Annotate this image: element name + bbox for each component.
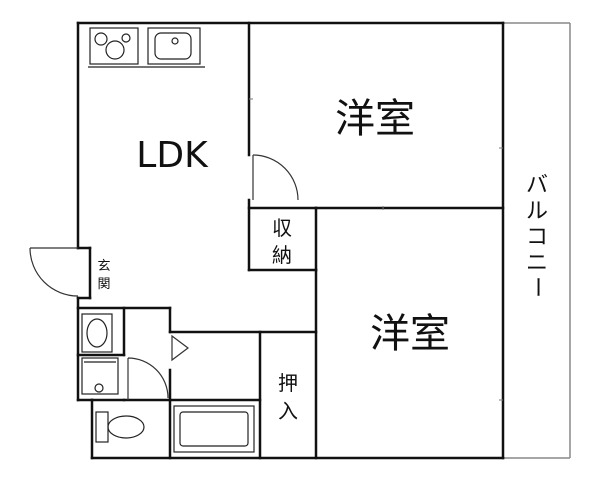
room-label-balcony-5: ー — [524, 276, 549, 298]
room-label-balcony-4: ニ — [526, 251, 548, 276]
window-marks — [249, 98, 503, 401]
room-label-storage-1: 収 — [272, 216, 292, 240]
washing-machine-icon — [81, 357, 119, 395]
door-entrance — [29, 247, 79, 297]
room-label-storage-2: 納 — [272, 243, 292, 267]
balcony-outline — [503, 22, 571, 459]
room-label-western-room-1: 洋室 — [335, 96, 415, 142]
toilet-icon — [95, 411, 145, 443]
door-western-room-1 — [252, 154, 299, 201]
room-label-closet-1: 押 — [278, 371, 298, 395]
doors — [29, 154, 299, 400]
bathtub-icon — [173, 405, 255, 453]
room-label-balcony-3: コ — [526, 225, 548, 250]
stove-icon — [89, 27, 139, 65]
washbasin-icon — [81, 313, 113, 353]
room-label-closet-2: 入 — [278, 399, 298, 423]
door-marker — [171, 334, 189, 362]
room-label-entrance-2: 関 — [97, 277, 110, 292]
room-label-balcony-2: ル — [526, 199, 548, 224]
door-washroom — [127, 357, 169, 400]
room-label-balcony-1: バ — [526, 173, 548, 198]
walls — [76, 21, 505, 460]
room-label-ldk: LDK — [136, 135, 209, 176]
room-label-entrance-1: 玄 — [97, 259, 110, 274]
kitchen-sink-icon — [147, 27, 201, 65]
room-label-western-room-2: 洋室 — [370, 311, 450, 357]
